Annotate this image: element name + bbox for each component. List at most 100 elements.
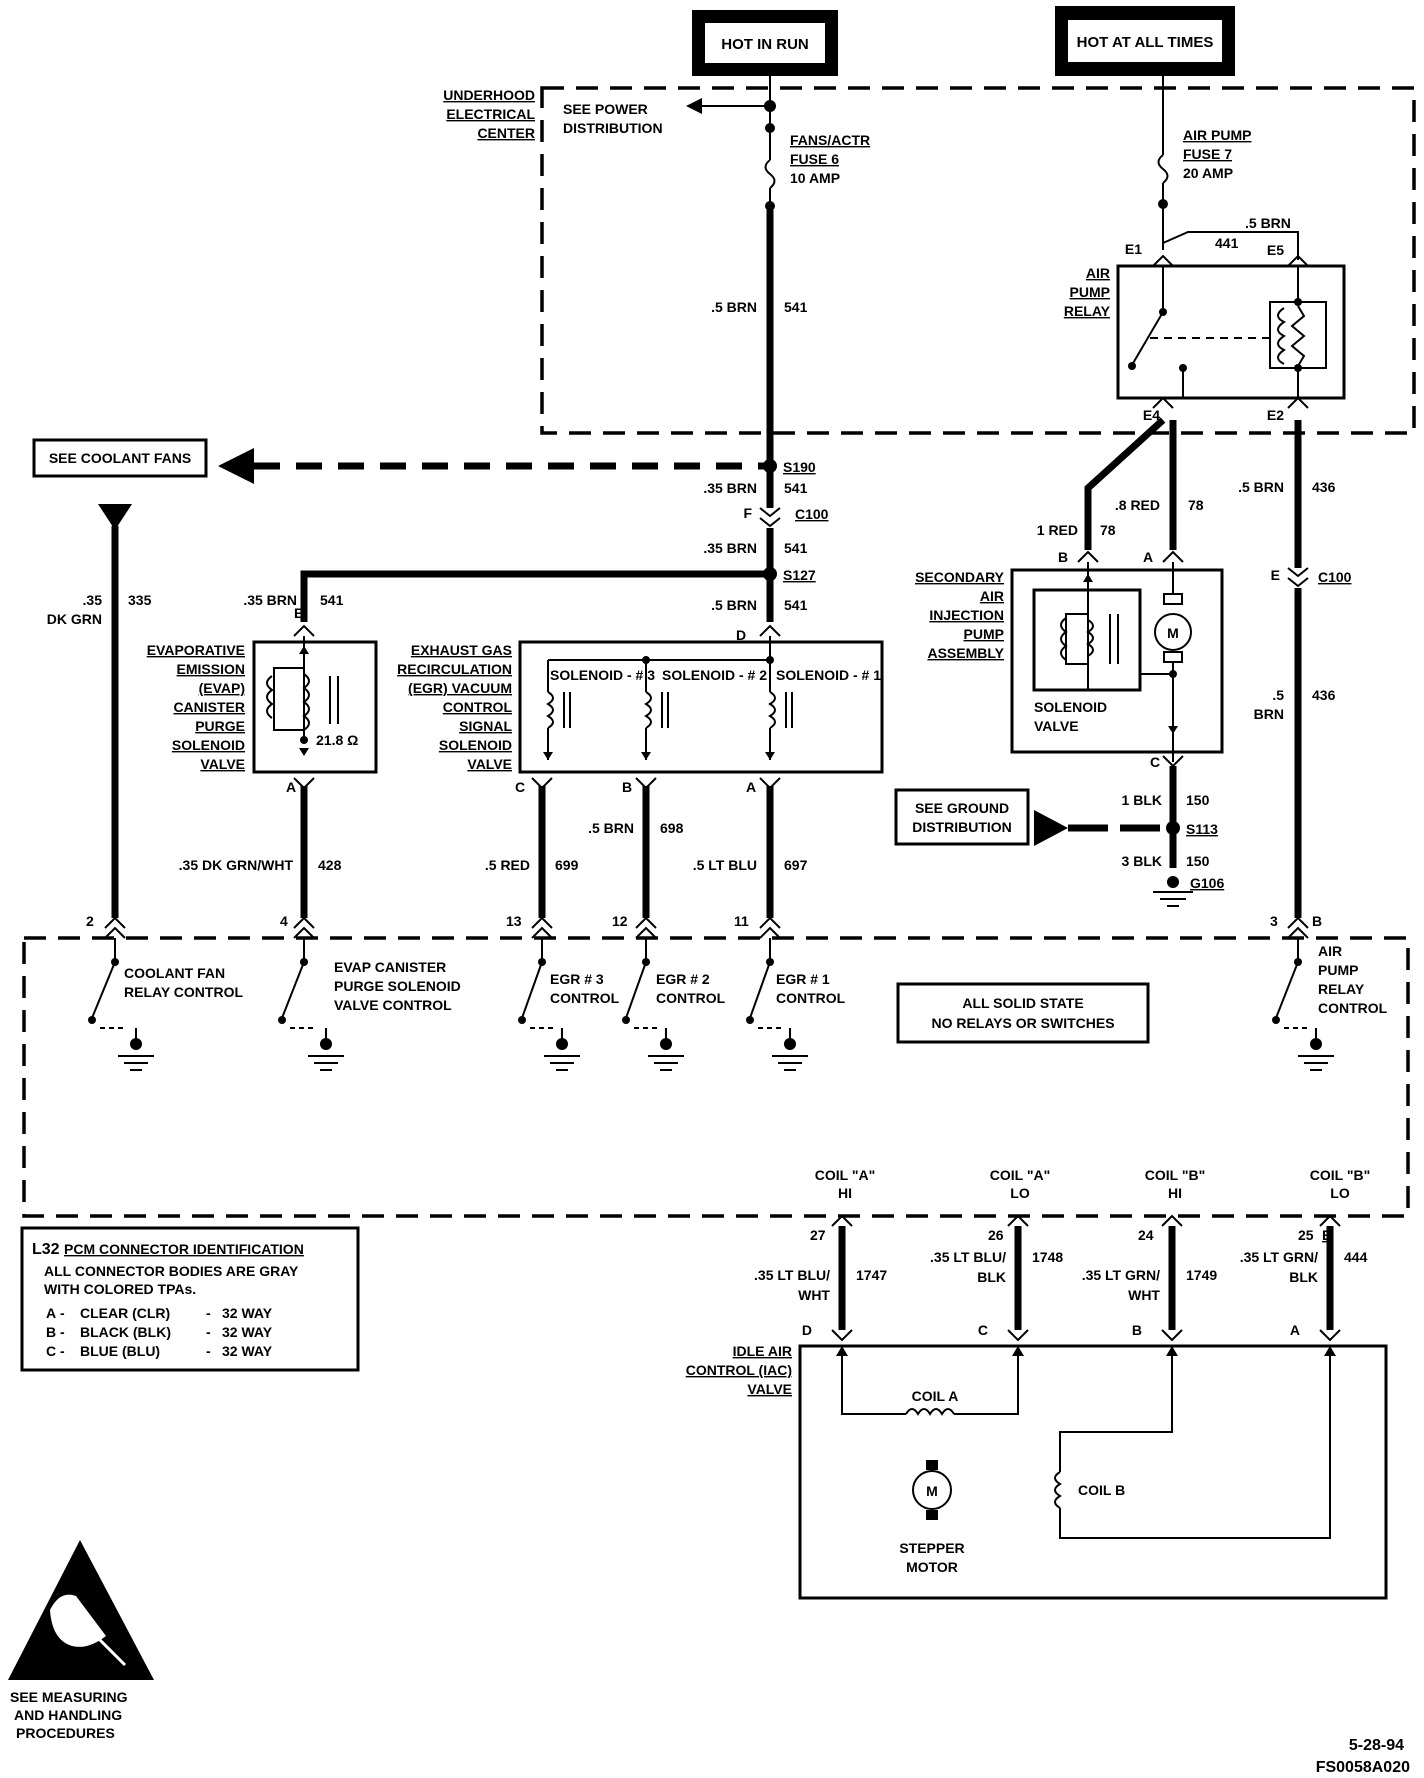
svg-text:VALVE: VALVE xyxy=(200,756,245,772)
svg-text:EGR # 1: EGR # 1 xyxy=(776,971,830,987)
svg-text:3: 3 xyxy=(1270,913,1278,929)
svg-text:E1: E1 xyxy=(1125,241,1142,257)
svg-text:PUMP: PUMP xyxy=(1318,962,1358,978)
wire-698-circuit: 698 xyxy=(660,820,684,836)
svg-text:SEE MEASURING: SEE MEASURING xyxy=(10,1689,128,1705)
svg-text:PROCEDURES: PROCEDURES xyxy=(16,1725,115,1741)
fuse-7: AIR PUMP FUSE 7 20 AMP xyxy=(1157,76,1251,250)
svg-text:SECONDARY: SECONDARY xyxy=(915,569,1005,585)
svg-text:25: 25 xyxy=(1298,1227,1314,1243)
svg-text:PURGE SOLENOID: PURGE SOLENOID xyxy=(334,978,461,994)
wire-335-color: DK GRN xyxy=(47,611,102,627)
svg-text:LO: LO xyxy=(1330,1185,1350,1201)
svg-text:BLUE (BLU): BLUE (BLU) xyxy=(80,1343,160,1359)
pcm-switch-egr1: EGR # 1 CONTROL xyxy=(746,916,846,1071)
wire-1749-color: WHT xyxy=(1128,1287,1160,1303)
egr-label: EXHAUST GAS RECIRCULATION (EGR) VACUUM C… xyxy=(397,642,512,772)
svg-text:D: D xyxy=(736,627,746,643)
splice-s190-label: S190 xyxy=(783,459,816,475)
svg-text:DISTRIBUTION: DISTRIBUTION xyxy=(912,819,1012,835)
svg-text:SOLENOID - # 3: SOLENOID - # 3 xyxy=(550,667,655,683)
fuse-6: FANS/ACTR FUSE 6 10 AMP xyxy=(764,76,870,212)
iac-label: IDLE AIR CONTROL (IAC) VALVE xyxy=(686,1343,792,1397)
wire-541-b-gauge: .35 BRN xyxy=(703,540,757,556)
svg-text:CONTROL (IAC): CONTROL (IAC) xyxy=(686,1362,792,1378)
svg-text:20 AMP: 20 AMP xyxy=(1183,165,1233,181)
pcm-switch-egr2: EGR # 2 CONTROL xyxy=(622,916,726,1071)
idle-air-control-valve: D C B A COIL A COIL B M STEPPER MOTOR xyxy=(798,1322,1388,1600)
wire-78-a xyxy=(1084,417,1166,550)
svg-text:COIL "A": COIL "A" xyxy=(815,1167,875,1183)
pcm-connector-identification: L32 PCM CONNECTOR IDENTIFICATION ALL CON… xyxy=(20,1226,360,1372)
wire-697-gauge: .5 LT BLU xyxy=(693,857,757,873)
svg-text:LO: LO xyxy=(1010,1185,1030,1201)
svg-text:COIL "B": COIL "B" xyxy=(1145,1167,1205,1183)
splice-s127-label: S127 xyxy=(783,567,816,583)
wire-1747-circuit: 1747 xyxy=(856,1267,887,1283)
c100-pin-f: F xyxy=(743,505,752,521)
svg-text:ALL CONNECTOR BODIES ARE GRAY: ALL CONNECTOR BODIES ARE GRAY xyxy=(44,1263,299,1279)
svg-text:VALVE: VALVE xyxy=(1034,718,1079,734)
see-power-distribution: SEE POWER DISTRIBUTION xyxy=(563,98,770,136)
svg-text:E5: E5 xyxy=(1267,242,1284,258)
svg-text:RELAY: RELAY xyxy=(1318,981,1365,997)
svg-text:SEE GROUND: SEE GROUND xyxy=(915,800,1009,816)
hot-in-run-box: HOT IN RUN xyxy=(692,10,838,76)
svg-text:C: C xyxy=(46,1343,56,1359)
svg-text:VALVE: VALVE xyxy=(747,1381,792,1397)
svg-text:AND HANDLING: AND HANDLING xyxy=(14,1707,122,1723)
svg-text:(EVAP): (EVAP) xyxy=(199,680,245,696)
svg-text:-: - xyxy=(206,1343,211,1359)
svg-text:PCM CONNECTOR IDENTIFICATION: PCM CONNECTOR IDENTIFICATION xyxy=(64,1241,304,1257)
svg-text:EGR # 2: EGR # 2 xyxy=(656,971,710,987)
svg-text:(EGR) VACUUM: (EGR) VACUUM xyxy=(408,680,512,696)
svg-text:PURGE: PURGE xyxy=(195,718,245,734)
svg-text:BLACK (BLK): BLACK (BLK) xyxy=(80,1324,171,1340)
svg-text:COIL "A": COIL "A" xyxy=(990,1167,1050,1183)
wire-444-circuit: 444 xyxy=(1344,1249,1368,1265)
svg-text:AIR: AIR xyxy=(980,588,1004,604)
uec-label: UNDERHOOD ELECTRICAL CENTER xyxy=(443,87,535,141)
svg-text:FUSE 7: FUSE 7 xyxy=(1183,146,1232,162)
svg-text:32 WAY: 32 WAY xyxy=(222,1305,273,1321)
svg-text:EGR # 3: EGR # 3 xyxy=(550,971,604,987)
svg-text:13: 13 xyxy=(506,913,522,929)
wire-541-a-gauge: .35 BRN xyxy=(703,480,757,496)
svg-text:-: - xyxy=(60,1324,65,1340)
egr-vacuum-solenoid: D SOLENOID - # 3 SOLENOID - # 2 SOLENOID… xyxy=(515,624,884,795)
hot-in-run-label: HOT IN RUN xyxy=(721,36,809,53)
svg-text:STEPPER: STEPPER xyxy=(899,1540,964,1556)
svg-text:4: 4 xyxy=(280,913,288,929)
c100-a-label: C100 xyxy=(795,506,829,522)
svg-text:M: M xyxy=(1167,625,1179,641)
pcm-switch-evap: EVAP CANISTER PURGE SOLENOID VALVE CONTR… xyxy=(278,916,461,1071)
wire-436-b-gauge: .5 xyxy=(1272,687,1284,703)
wire-78-a-circuit: 78 xyxy=(1100,522,1116,538)
svg-text:RELAY CONTROL: RELAY CONTROL xyxy=(124,984,243,1000)
svg-text:EMISSION: EMISSION xyxy=(177,661,245,677)
svg-text:EVAP CANISTER: EVAP CANISTER xyxy=(334,959,446,975)
svg-text:ELECTRICAL: ELECTRICAL xyxy=(446,106,535,122)
wire-441-circuit: 441 xyxy=(1215,235,1239,251)
wire-699-circuit: 699 xyxy=(555,857,579,873)
svg-text:RECIRCULATION: RECIRCULATION xyxy=(397,661,512,677)
svg-text:VALVE CONTROL: VALVE CONTROL xyxy=(334,997,452,1013)
wire-436-b-color: BRN xyxy=(1254,706,1284,722)
svg-text:-: - xyxy=(60,1343,65,1359)
wire-1748-color: BLK xyxy=(977,1269,1006,1285)
wire-1748-gauge: .35 LT BLU/ xyxy=(930,1249,1006,1265)
secondary-air-label: SECONDARY AIR INJECTION PUMP ASSEMBLY xyxy=(915,569,1005,661)
svg-text:C: C xyxy=(978,1322,988,1338)
svg-text:32 WAY: 32 WAY xyxy=(222,1324,273,1340)
wire-436-a-gauge: .5 BRN xyxy=(1238,479,1284,495)
wire-428-gauge: .35 DK GRN/WHT xyxy=(179,857,294,873)
svg-text:A: A xyxy=(286,779,296,795)
svg-text:D: D xyxy=(802,1322,812,1338)
svg-text:A: A xyxy=(746,779,756,795)
svg-text:IDLE AIR: IDLE AIR xyxy=(733,1343,792,1359)
wire-697-circuit: 697 xyxy=(784,857,808,873)
svg-text:CONTROL: CONTROL xyxy=(1318,1000,1388,1016)
svg-text:PUMP: PUMP xyxy=(1070,284,1110,300)
pcm-boundary xyxy=(22,936,1410,1218)
wire-441 xyxy=(1162,231,1299,260)
